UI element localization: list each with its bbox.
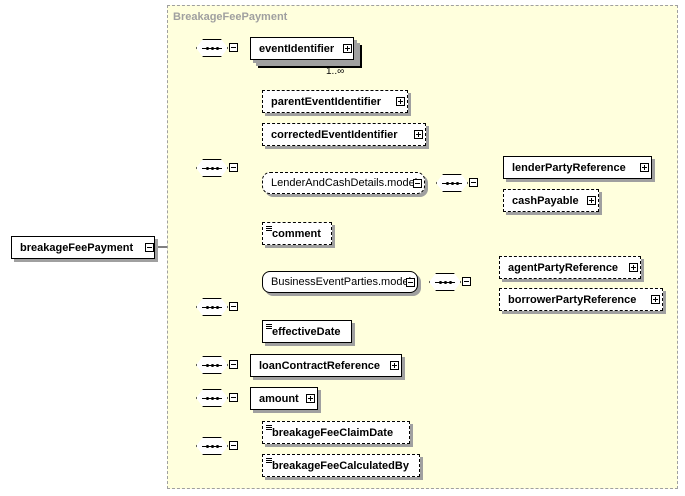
parent-event-identifier-label: parentEventIdentifier — [271, 95, 382, 108]
expand-icon[interactable] — [414, 130, 423, 139]
breakage-fee-claim-date-label: breakageFeeClaimDate — [272, 426, 394, 439]
collapse-icon[interactable] — [229, 360, 238, 369]
collapse-icon[interactable] — [229, 43, 238, 52]
breakage-fee-calculated-by-label: breakageFeeCalculatedBy — [272, 459, 409, 472]
event-identifier-label: eventIdentifier — [259, 42, 335, 55]
lender-and-cash-details-label: LenderAndCashDetails.model — [271, 177, 418, 189]
cash-payable-label: cashPayable — [512, 194, 579, 207]
expand-icon[interactable] — [390, 361, 399, 370]
collapse-icon[interactable] — [469, 178, 478, 187]
borrower-party-reference-element[interactable]: borrowerPartyReference — [499, 288, 663, 311]
business-event-parties-label: BusinessEventParties.model — [271, 276, 412, 288]
sequence-compositor-3 — [196, 298, 228, 316]
collapse-icon[interactable] — [413, 179, 422, 188]
corrected-event-identifier-element[interactable]: correctedEventIdentifier — [262, 123, 426, 146]
borrower-party-reference-label: borrowerPartyReference — [508, 293, 637, 306]
collapse-icon[interactable] — [145, 243, 154, 252]
expand-icon[interactable] — [306, 394, 315, 403]
root-element[interactable]: breakageFeePayment — [11, 236, 155, 259]
sequence-compositor-6 — [196, 437, 228, 455]
expand-icon[interactable] — [396, 97, 405, 106]
expand-icon[interactable] — [651, 295, 660, 304]
sequence-compositor-2 — [196, 159, 228, 177]
type-title: BreakageFeePayment — [173, 11, 288, 23]
lender-party-reference-label: lenderPartyReference — [512, 161, 626, 174]
business-event-parties-group[interactable]: BusinessEventParties.model — [262, 271, 418, 293]
sequence-compositor-4 — [196, 356, 228, 374]
breakage-fee-claim-date-element[interactable]: breakageFeeClaimDate — [262, 421, 410, 444]
sequence-compositor-1 — [196, 39, 228, 57]
collapse-icon[interactable] — [229, 163, 238, 172]
collapse-icon[interactable] — [406, 278, 415, 287]
agent-party-reference-label: agentPartyReference — [508, 261, 619, 274]
event-identifier-cardinality: 1..∞ — [326, 66, 345, 77]
collapse-icon[interactable] — [462, 277, 471, 286]
sequence-compositor-5 — [196, 389, 228, 407]
amount-element[interactable]: amount — [250, 387, 318, 410]
loan-contract-reference-element[interactable]: loanContractReference — [250, 354, 402, 377]
root-element-label: breakageFeePayment — [20, 241, 134, 254]
effective-date-label: effectiveDate — [272, 325, 341, 338]
complex-type-box — [167, 5, 678, 489]
lender-and-cash-details-group[interactable]: LenderAndCashDetails.model — [262, 172, 425, 194]
event-identifier-element-front[interactable]: eventIdentifier — [250, 37, 354, 60]
lender-party-reference-element[interactable]: lenderPartyReference — [503, 156, 652, 179]
expand-icon[interactable] — [629, 263, 638, 272]
expand-icon[interactable] — [343, 44, 352, 53]
expand-icon[interactable] — [587, 196, 596, 205]
effective-date-element[interactable]: effectiveDate — [262, 320, 352, 343]
sequence-compositor-lender — [436, 174, 468, 192]
breakage-fee-calculated-by-element[interactable]: breakageFeeCalculatedBy — [262, 454, 420, 477]
amount-label: amount — [259, 392, 299, 405]
sequence-compositor-parties — [429, 273, 461, 291]
comment-label: comment — [272, 227, 321, 240]
collapse-icon[interactable] — [229, 393, 238, 402]
corrected-event-identifier-label: correctedEventIdentifier — [271, 128, 398, 141]
cash-payable-element[interactable]: cashPayable — [503, 189, 599, 212]
collapse-icon[interactable] — [229, 302, 238, 311]
agent-party-reference-element[interactable]: agentPartyReference — [499, 256, 641, 279]
collapse-icon[interactable] — [229, 441, 238, 450]
loan-contract-reference-label: loanContractReference — [259, 359, 381, 372]
parent-event-identifier-element[interactable]: parentEventIdentifier — [262, 90, 408, 113]
expand-icon[interactable] — [640, 163, 649, 172]
comment-element[interactable]: comment — [262, 222, 332, 245]
